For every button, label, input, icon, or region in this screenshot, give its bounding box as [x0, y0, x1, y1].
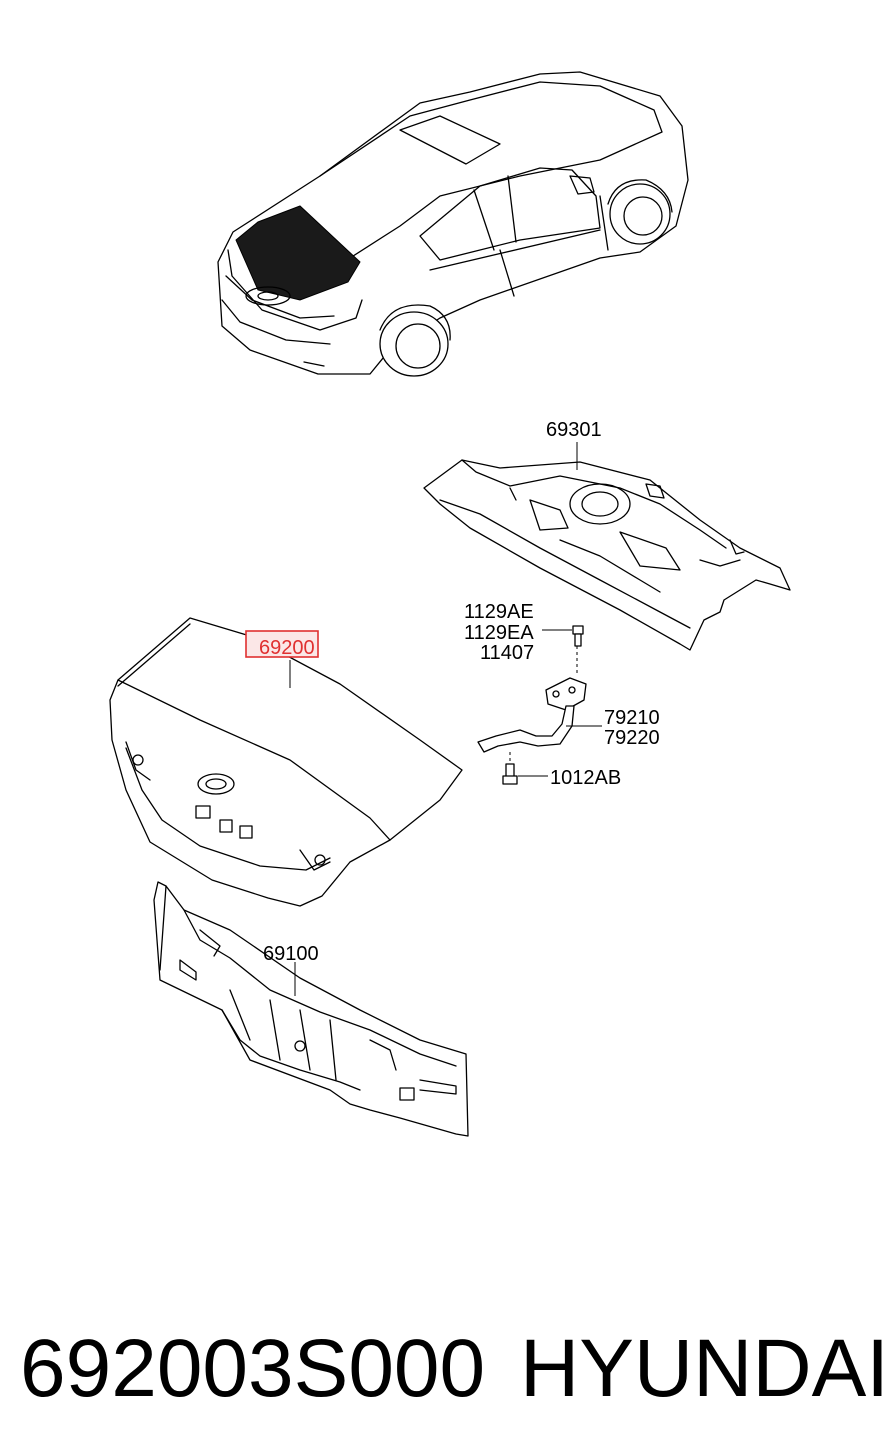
callout-1012AB: 1012AB	[550, 767, 621, 789]
trunk-hinge-79210-79220	[477, 677, 587, 770]
trunk-lid-69200	[109, 617, 463, 907]
hinge-bolt-1012AB	[502, 763, 518, 785]
callout-79210: 79210	[604, 707, 660, 729]
callout-1129EA: 1129EA	[464, 622, 534, 644]
part-number-label: 692003S000	[20, 1323, 485, 1414]
callout-69100: 69100	[263, 943, 319, 965]
brand-label: HYUNDAI	[520, 1323, 886, 1414]
callout-69301: 69301	[546, 419, 602, 441]
bolt-fastener	[572, 625, 584, 676]
sedan-overview-illustration	[217, 71, 689, 377]
highlight-box-69200	[245, 630, 319, 658]
callout-79220: 79220	[604, 727, 660, 749]
callout-1129AE: 1129AE	[464, 601, 534, 623]
back-panel-69100	[153, 881, 469, 1137]
callout-69200: 69200	[259, 637, 315, 659]
rear-upper-panel-69301	[423, 459, 791, 651]
callout-11407: 11407	[480, 642, 534, 664]
